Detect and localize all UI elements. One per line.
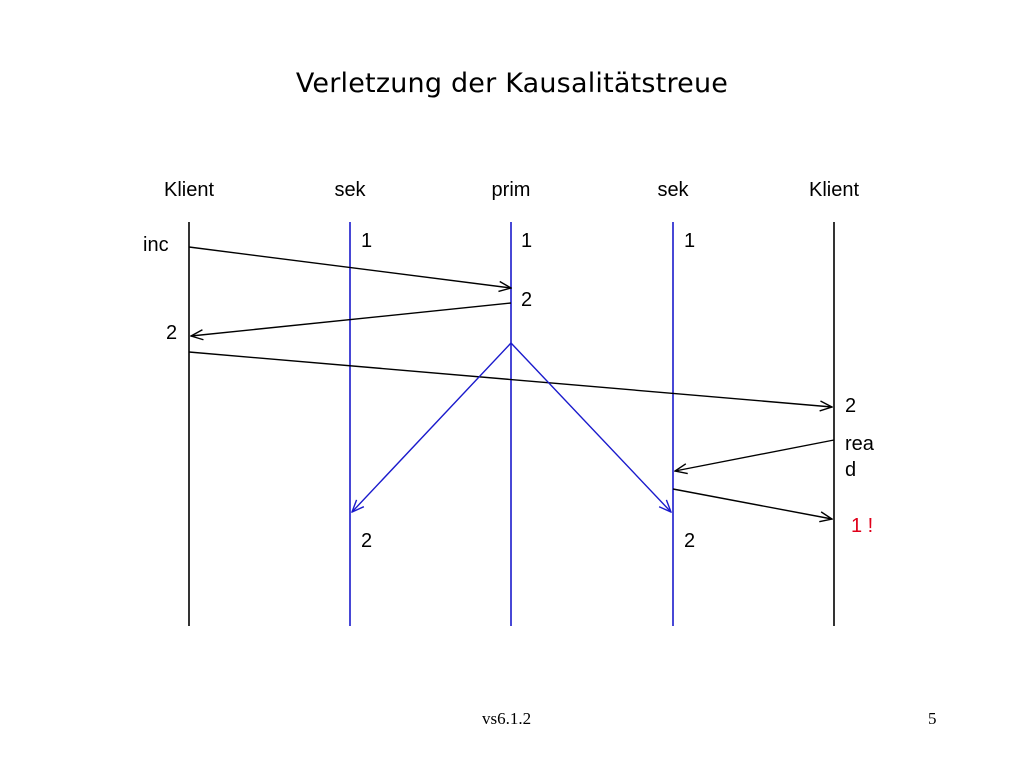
- propagation-prim-to-sek-right: [510, 342, 671, 512]
- message-read-response: [672, 488, 832, 519]
- message-client-to-client: [188, 351, 832, 407]
- slide-title: Verletzung der Kausalitätstreue: [295, 68, 729, 99]
- label-sek-left-bottom: 2: [361, 530, 373, 552]
- label-prim-top: 1: [521, 230, 533, 252]
- label-read-result: 1 !: [851, 515, 874, 537]
- label-read-line1: rea: [845, 433, 874, 455]
- label-prim-after-inc: 2: [521, 289, 533, 311]
- label-read-line2: d: [845, 459, 857, 481]
- column-header-client-right: Klient: [808, 179, 860, 201]
- label-client-left-ack: 2: [166, 322, 178, 344]
- page-number: 5: [928, 709, 937, 728]
- footer-source: vs6.1.2: [482, 709, 532, 728]
- label-sek-left-top: 1: [361, 230, 373, 252]
- column-header-prim: prim: [491, 179, 531, 201]
- column-header-client-left: Klient: [163, 179, 215, 201]
- column-header-sek-left: sek: [334, 179, 366, 201]
- label-sek-right-bottom: 2: [684, 530, 696, 552]
- message-read-request: [675, 439, 835, 471]
- message-prim-ack-to-client: [191, 302, 512, 336]
- label-sek-right-top: 1: [684, 230, 696, 252]
- message-inc-to-prim: [188, 246, 511, 288]
- label-inc: inc: [143, 234, 169, 256]
- label-client-right-value: 2: [845, 395, 857, 417]
- propagation-prim-to-sek-left: [352, 342, 512, 512]
- column-header-sek-right: sek: [657, 179, 689, 201]
